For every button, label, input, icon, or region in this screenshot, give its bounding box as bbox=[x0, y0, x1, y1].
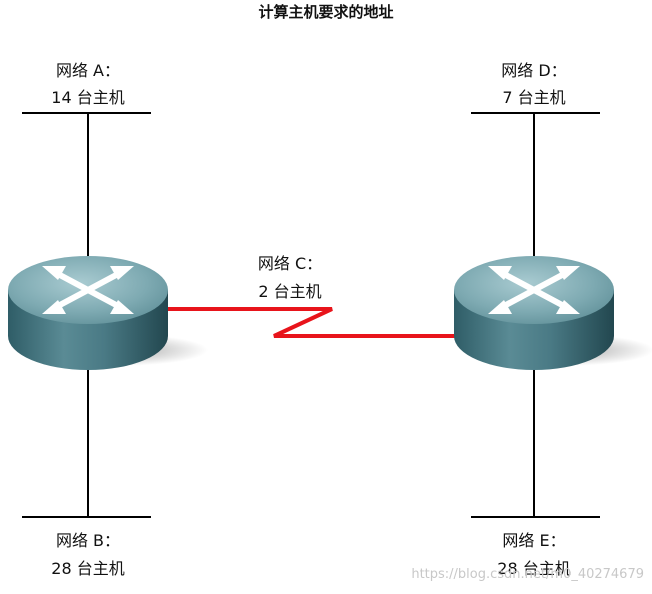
serial-link bbox=[160, 307, 462, 338]
network-c-hosts: 2 台主机 bbox=[258, 282, 321, 301]
network-a-hosts: 14 台主机 bbox=[51, 88, 124, 107]
router-right bbox=[454, 256, 652, 370]
watermark: https://blog.csdn.net/m0_40274679 bbox=[411, 567, 644, 582]
router-arrows-icon bbox=[488, 266, 580, 314]
network-e-name: 网络 E： bbox=[502, 531, 565, 550]
network-d-hosts: 7 台主机 bbox=[502, 88, 565, 107]
network-b-name: 网络 B： bbox=[56, 531, 120, 550]
network-c-name: 网络 C： bbox=[258, 254, 322, 273]
router-left bbox=[8, 256, 208, 370]
network-d-name: 网络 D： bbox=[501, 61, 566, 80]
network-b-hosts: 28 台主机 bbox=[51, 559, 124, 578]
network-a-name: 网络 A： bbox=[56, 61, 120, 80]
network-e-hosts: 28 台主机 bbox=[497, 559, 570, 578]
router-arrows-icon bbox=[42, 266, 134, 314]
diagram-title: 计算主机要求的地址 bbox=[258, 3, 393, 21]
